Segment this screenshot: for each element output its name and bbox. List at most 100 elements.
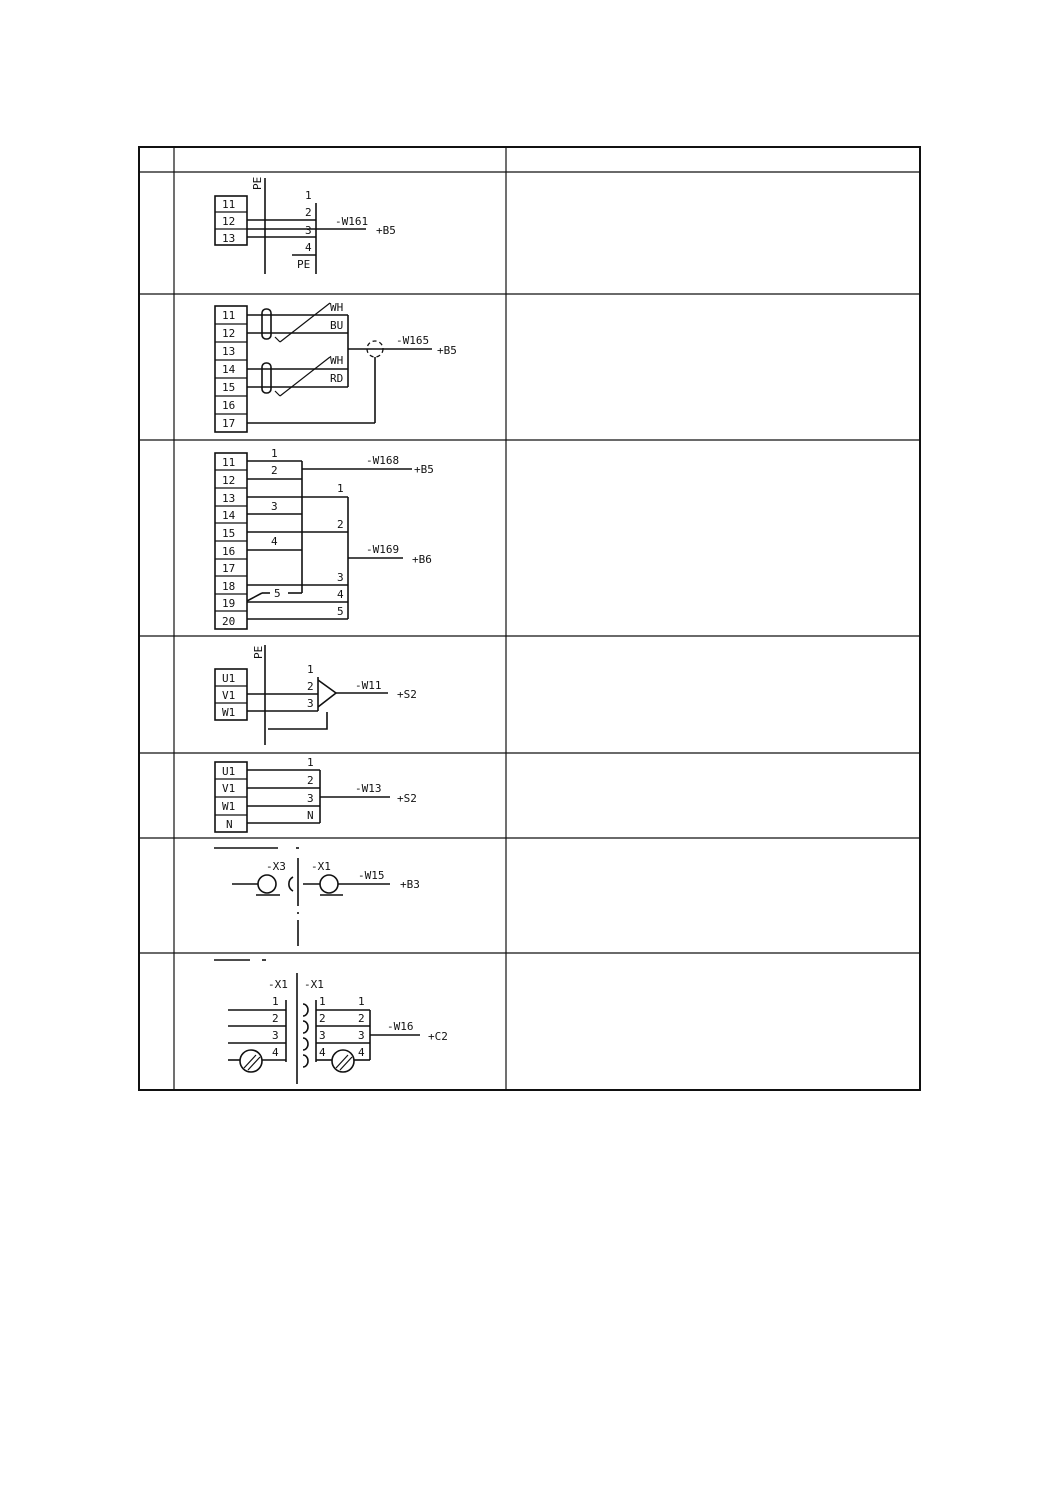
core-label: 1: [307, 663, 314, 676]
location-label: +S2: [397, 792, 417, 805]
terminal-label: V1: [222, 689, 235, 702]
location-label: +B6: [412, 553, 432, 566]
location-label: +B5: [414, 463, 434, 476]
diagram-row-1: 11 12 13 PE 1 2 3 4 PE -W161 +B5: [214, 177, 396, 274]
terminal-label: 16: [222, 545, 235, 558]
terminal-label: 13: [222, 345, 235, 358]
terminal-label: U1: [222, 672, 235, 685]
wire-color: WH: [330, 354, 343, 367]
terminal-strip: 11 12 13 14 15 16 17: [214, 305, 248, 433]
pin-label: 3: [319, 1029, 326, 1042]
terminal-label: U1: [222, 765, 235, 778]
core-label: PE: [297, 258, 310, 271]
terminal-strip: 11 12 13 14 15 16 17 18 19 20: [214, 452, 248, 630]
pin-label: 1: [319, 995, 326, 1008]
core-label: 4: [305, 241, 312, 254]
pin-label: 4: [319, 1046, 326, 1059]
core-label: 4: [337, 588, 344, 601]
core-label: 1: [307, 756, 314, 769]
core-label: 1: [337, 482, 344, 495]
location-label: +C2: [428, 1030, 448, 1043]
terminal-label: 11: [222, 456, 235, 469]
terminal-label: 13: [222, 492, 235, 505]
terminal-strip: U1 V1 W1: [214, 668, 248, 721]
core-label: 3: [271, 500, 278, 513]
core-label: 4: [358, 1046, 365, 1059]
diagram-row-6: -X3 -X1 -W15 +B3: [214, 847, 420, 946]
terminal-label: 11: [222, 198, 235, 211]
terminal-label: W1: [222, 706, 235, 719]
core-label: 3: [337, 571, 344, 584]
pair-ferrite-1: [261, 308, 272, 340]
pin-label: 2: [272, 1012, 279, 1025]
location-label: +S2: [397, 688, 417, 701]
terminal-label: 14: [222, 363, 236, 376]
core-label: 4: [271, 535, 278, 548]
diagram-row-4: U1 V1 W1 PE 1 2 3 -W11 +S2: [214, 645, 417, 745]
terminal-label: 17: [222, 562, 235, 575]
pe-rail-label: PE: [251, 177, 264, 190]
terminal-label: 16: [222, 399, 235, 412]
pin-label: 3: [272, 1029, 279, 1042]
terminal-label: V1: [222, 782, 235, 795]
connector-label: -X3: [266, 860, 286, 873]
cable-id: -W13: [355, 782, 382, 795]
socket-symbol: [288, 876, 294, 892]
connector-label: -X1: [304, 978, 324, 991]
core-label: 3: [358, 1029, 365, 1042]
terminal-label: 14: [222, 509, 236, 522]
shield-symbol: [366, 340, 384, 358]
terminal-label: N: [226, 818, 233, 831]
core-label: 2: [305, 206, 312, 219]
terminal-label: 12: [222, 215, 235, 228]
terminal-label: 12: [222, 327, 235, 340]
core-label: 1: [305, 189, 312, 202]
terminal-label: 19: [222, 597, 235, 610]
core-label: 1: [358, 995, 365, 1008]
cable-id: -W11: [355, 679, 382, 692]
pin-label: 4: [272, 1046, 279, 1059]
pair-ferrite-2: [261, 362, 272, 394]
cable-id: -W168: [366, 454, 399, 467]
terminal-label: 15: [222, 527, 235, 540]
fiber-element-icon: [331, 1049, 355, 1073]
core-label: N: [307, 809, 314, 822]
cable-wedge: [317, 679, 338, 708]
pe-rail-label: PE: [252, 646, 265, 659]
connector-symbol: [319, 874, 339, 894]
core-label: 5: [337, 605, 344, 618]
connector-label: -X1: [311, 860, 331, 873]
terminal-label: 18: [222, 580, 235, 593]
core-label: 2: [337, 518, 344, 531]
core-label: 2: [358, 1012, 365, 1025]
diagram-row-2: 11 12 13 14 15 16 17 WH BU WH RD -W165 +…: [214, 301, 457, 433]
diagram-row-7: -X1 -X1 1 2 3 4 1 2 3 4 1: [214, 959, 448, 1084]
terminal-label: 15: [222, 381, 235, 394]
diagram-row-5: U1 V1 W1 N 1 2 3 N -W13 +S2: [214, 756, 417, 833]
pin-label: 2: [319, 1012, 326, 1025]
core-label: 2: [307, 680, 314, 693]
location-label: +B5: [437, 344, 457, 357]
terminal-label: 12: [222, 474, 235, 487]
cable-id: -W15: [358, 869, 385, 882]
location-label: +B3: [400, 878, 420, 891]
cable-id: -W16: [387, 1020, 414, 1033]
table-grid: [138, 146, 921, 1091]
core-label: 1: [271, 447, 278, 460]
core-label: 3: [307, 792, 314, 805]
pin-label: 1: [272, 995, 279, 1008]
cable-id: -W169: [366, 543, 399, 556]
core-label: 2: [271, 464, 278, 477]
core-label: 2: [307, 774, 314, 787]
core-label: 5: [274, 587, 281, 600]
terminal-label: 13: [222, 232, 235, 245]
core-label: 3: [305, 224, 312, 237]
cable-id: -W165: [396, 334, 429, 347]
location-label: +B5: [376, 224, 396, 237]
cable-id: -W161: [335, 215, 368, 228]
terminal-strip: U1 V1 W1 N: [214, 761, 248, 833]
wire-color: RD: [330, 372, 343, 385]
terminal-label: 20: [222, 615, 235, 628]
connector-symbol: [257, 874, 277, 894]
